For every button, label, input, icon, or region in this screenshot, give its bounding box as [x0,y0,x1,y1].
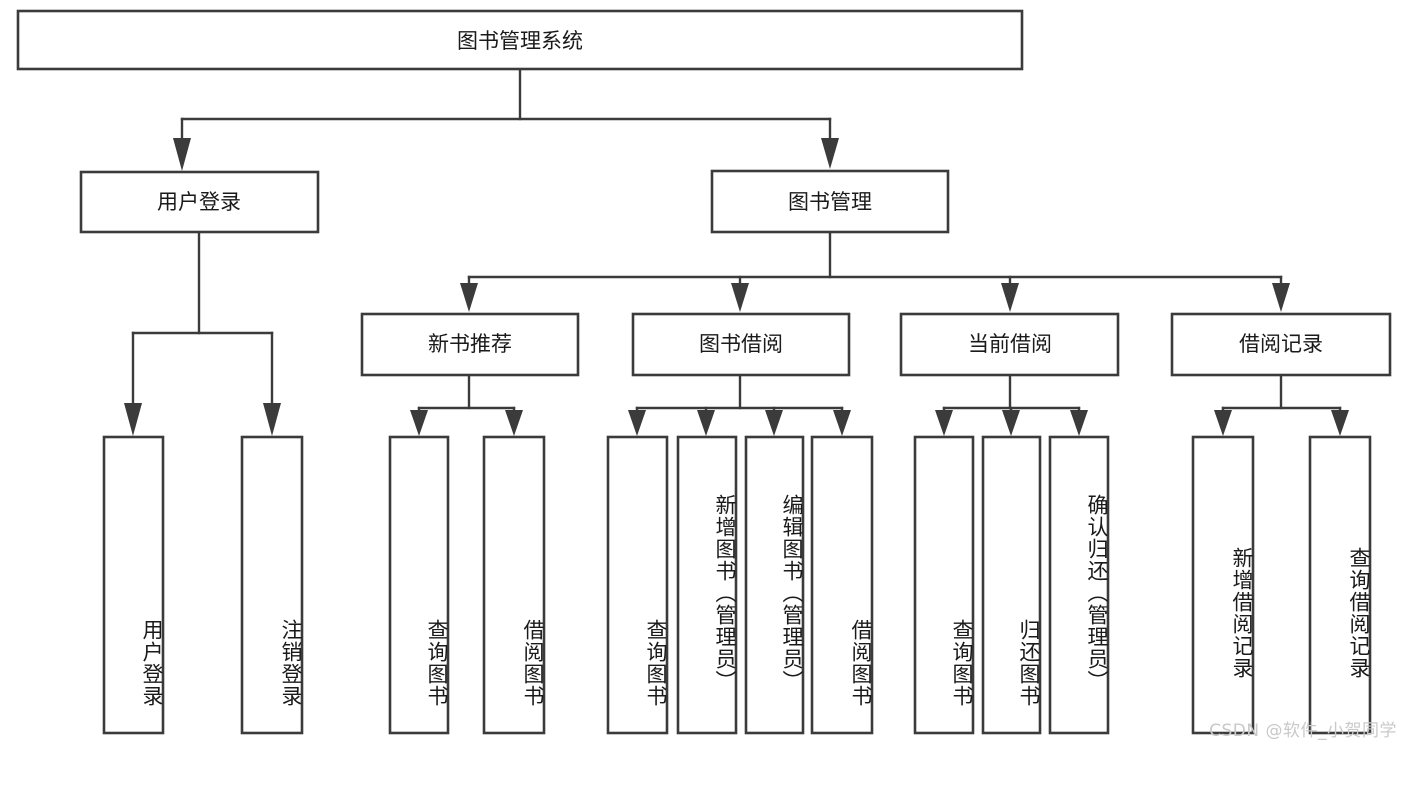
arrow-head-book-manage [821,138,839,169]
arrow-head-borrow-record [1272,283,1290,312]
node-borrow-record-label: 借阅记录 [1239,332,1323,356]
arrow-head-br-leaf-2 [1331,410,1349,436]
leaf-box-bb-query-book[interactable] [606,435,669,735]
leaf-box-cb-return-book[interactable] [981,435,1042,735]
node-user-login[interactable]: 用户登录 [79,170,320,234]
arrow-head-cb-leaf-3 [1070,410,1088,436]
leaf-box-logout[interactable] [240,435,304,735]
node-book-manage-box[interactable] [710,169,950,234]
arrow-head-leaf-user-login [124,403,142,436]
node-book-borrow-label: 图书借阅 [699,332,783,356]
leaf-box-cb-query-book[interactable] [913,435,975,735]
connector-group-book-manage-children [460,230,1290,312]
node-new-book-recommend[interactable]: 新书推荐 [360,312,580,377]
arrow-head-nb-leaf-1 [410,410,428,436]
arrow-head-current-borrow [1001,283,1019,312]
node-borrow-record[interactable]: 借阅记录 [1170,312,1392,377]
connector-group-user-login-children [124,230,281,436]
leaf-box-bb-borrow-book[interactable] [810,435,874,735]
arrow-head-nb-leaf-2 [505,410,523,436]
node-new-book-recommend-box[interactable] [360,312,580,377]
arrow-head-book-borrow [731,283,749,312]
leaf-box-br-add-record[interactable] [1191,435,1255,735]
leaf-boxes-group [102,435,1372,735]
node-current-borrow-label: 当前借阅 [968,332,1052,356]
arrow-head-leaf-logout [263,403,281,436]
node-current-borrow[interactable]: 当前借阅 [899,312,1120,377]
node-borrow-record-box[interactable] [1170,312,1392,377]
node-current-borrow-box[interactable] [899,312,1120,377]
leaf-box-user-login[interactable] [102,435,165,735]
arrow-head-br-leaf-1 [1214,410,1232,436]
node-root-label: 图书管理系统 [457,29,583,53]
node-book-borrow[interactable]: 图书借阅 [631,312,851,377]
leaf-box-nb-borrow-book[interactable] [482,435,546,735]
node-root-book-system[interactable]: 图书管理系统 [16,9,1024,71]
arrow-head-cb-leaf-1 [935,410,953,436]
diagram-canvas: 图书管理系统 用户登录 图书管理 新书推荐 图书借阅 当前借阅 借阅记录 [16,9,1397,741]
node-new-book-recommend-label: 新书推荐 [428,332,512,356]
node-user-login-label: 用户登录 [157,190,241,214]
arrow-head-bb-leaf-4 [833,410,851,436]
connector-group-book-borrow-children [628,373,851,436]
arrow-head-bb-leaf-1 [628,410,646,436]
leaf-box-bb-edit-book[interactable] [744,435,805,735]
leaf-box-cb-confirm-return[interactable] [1048,435,1110,735]
csdn-watermark: CSDN @软件_小贺同学 [1209,721,1397,741]
arrow-head-bb-leaf-3 [765,410,783,436]
connector-group-current-borrow-children [935,373,1088,436]
connector-group-root-to-level2 [173,67,839,171]
connector-group-new-book-children [410,373,523,436]
node-book-manage-label: 图书管理 [788,190,872,214]
connector-group-borrow-record-children [1214,373,1349,436]
leaf-box-bb-add-book[interactable] [676,435,738,735]
node-book-manage[interactable]: 图书管理 [710,169,950,234]
arrow-head-cb-leaf-2 [1002,410,1020,436]
diagram-svg: 图书管理系统 用户登录 图书管理 新书推荐 图书借阅 当前借阅 借阅记录 [16,9,1392,735]
node-user-login-box[interactable] [79,170,320,234]
node-root-box[interactable] [16,9,1024,71]
arrow-head-bb-leaf-2 [697,410,715,436]
arrow-head-new-book [460,283,478,312]
node-book-borrow-box[interactable] [631,312,851,377]
leaf-box-nb-query-book[interactable] [388,435,450,735]
leaf-box-br-query-record[interactable] [1308,435,1372,735]
arrow-head-user-login [173,138,191,171]
